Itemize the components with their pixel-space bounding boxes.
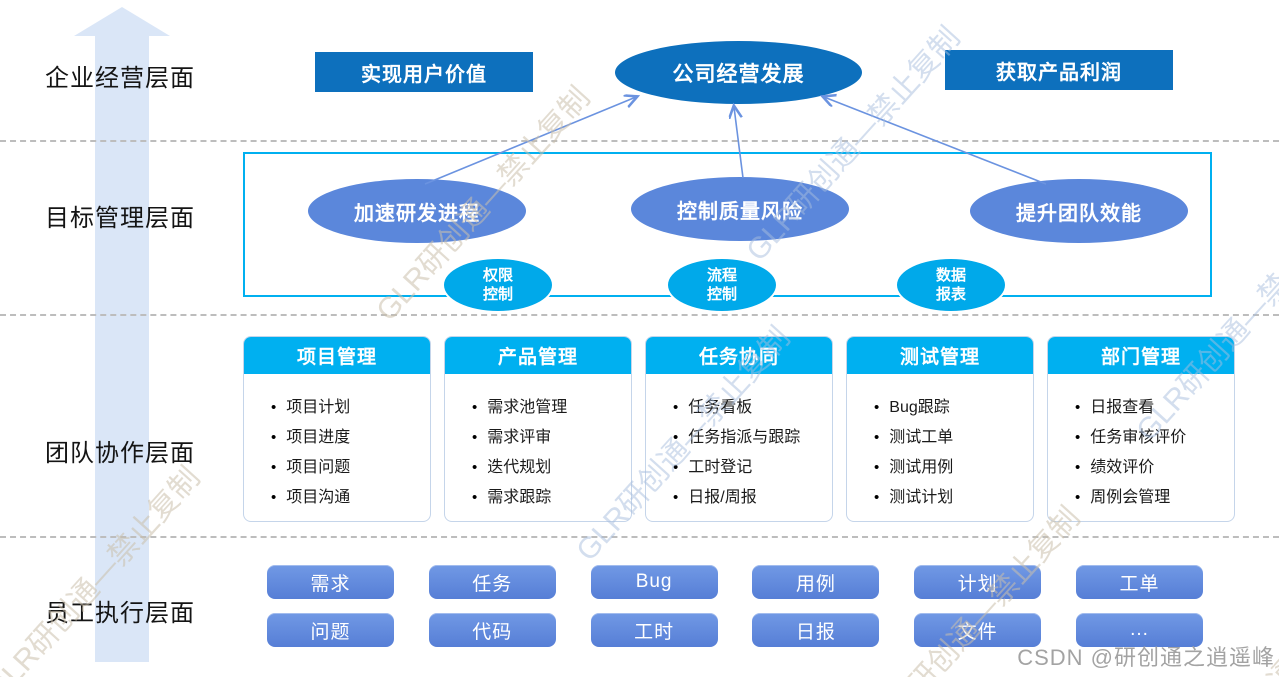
layer-separator-1 — [0, 140, 1279, 142]
card-item: 工时登记 — [673, 453, 826, 483]
card-item: 迭代规划 — [472, 453, 625, 483]
exec-btn-more: ... — [1075, 613, 1203, 647]
card-item: 绩效评价 — [1075, 453, 1228, 483]
csdn-credit: CSDN @研创通之逍遥峰 — [1017, 645, 1275, 670]
card-title: 部门管理 — [1048, 337, 1234, 374]
layer-label-team: 团队协作层面 — [45, 440, 195, 467]
capability-ellipse-report: 数据 报表 — [895, 257, 1007, 313]
card-item: 项目问题 — [271, 453, 424, 483]
card-test-management: 测试管理 Bug跟踪 测试工单 测试用例 测试计划 — [846, 336, 1034, 522]
card-item: 周例会管理 — [1075, 483, 1228, 513]
exec-btn-requirement: 需求 — [267, 565, 394, 599]
exec-btn-case: 用例 — [752, 565, 880, 599]
module-cards-row: 项目管理 项目计划 项目进度 项目问题 项目沟通 产品管理 需求池管理 需求评审… — [243, 336, 1235, 522]
exec-btn-bug: Bug — [590, 565, 718, 599]
up-arrow-shaft — [95, 34, 149, 662]
goal-ellipse-efficiency: 提升团队效能 — [970, 179, 1188, 243]
card-department-management: 部门管理 日报查看 任务审核评价 绩效评价 周例会管理 — [1047, 336, 1235, 522]
card-title: 产品管理 — [445, 337, 631, 374]
card-item: 项目沟通 — [271, 483, 424, 513]
card-item: 测试用例 — [874, 453, 1027, 483]
card-item: Bug跟踪 — [874, 393, 1027, 423]
card-item: 项目进度 — [271, 423, 424, 453]
exec-btn-file: 文件 — [914, 613, 1042, 647]
product-profit-box: 获取产品利润 — [945, 50, 1173, 90]
exec-btn-hours: 工时 — [590, 613, 718, 647]
card-title: 项目管理 — [244, 337, 430, 374]
company-development-ellipse: 公司经营发展 — [615, 41, 862, 104]
card-item: 任务指派与跟踪 — [673, 423, 826, 453]
exec-btn-plan: 计划 — [914, 565, 1042, 599]
card-item: 测试计划 — [874, 483, 1027, 513]
card-task-collaboration: 任务协同 任务看板 任务指派与跟踪 工时登记 日报/周报 — [645, 336, 833, 522]
exec-btn-daily: 日报 — [752, 613, 880, 647]
card-title: 任务协同 — [646, 337, 832, 374]
exec-btn-code: 代码 — [428, 613, 556, 647]
card-title: 测试管理 — [847, 337, 1033, 374]
layer-label-enterprise: 企业经营层面 — [45, 65, 195, 92]
user-value-box: 实现用户价值 — [315, 52, 533, 92]
exec-btn-task: 任务 — [428, 565, 556, 599]
card-item: 项目计划 — [271, 393, 424, 423]
card-project-management: 项目管理 项目计划 项目进度 项目问题 项目沟通 — [243, 336, 431, 522]
exec-btn-ticket: 工单 — [1075, 565, 1203, 599]
layer-label-goal: 目标管理层面 — [45, 205, 195, 232]
goal-ellipse-quality: 控制质量风险 — [631, 177, 849, 241]
card-item: 测试工单 — [874, 423, 1027, 453]
exec-btn-issue: 问题 — [267, 613, 394, 647]
layer-separator-3 — [0, 536, 1279, 538]
capability-ellipse-process: 流程 控制 — [666, 257, 778, 313]
card-item: 需求跟踪 — [472, 483, 625, 513]
exec-buttons-row-2: 问题 代码 工时 日报 文件 ... — [267, 613, 1203, 647]
card-product-management: 产品管理 需求池管理 需求评审 迭代规划 需求跟踪 — [444, 336, 632, 522]
card-item: 日报/周报 — [673, 483, 826, 513]
card-item: 需求评审 — [472, 423, 625, 453]
card-item: 需求池管理 — [472, 393, 625, 423]
card-item: 日报查看 — [1075, 393, 1228, 423]
layer-separator-2 — [0, 314, 1279, 316]
layer-label-employee: 员工执行层面 — [45, 600, 195, 627]
capability-ellipse-permission: 权限 控制 — [442, 257, 554, 313]
card-item: 任务看板 — [673, 393, 826, 423]
goal-ellipse-speed: 加速研发进程 — [308, 179, 526, 243]
exec-buttons-row-1: 需求 任务 Bug 用例 计划 工单 — [267, 565, 1203, 599]
card-item: 任务审核评价 — [1075, 423, 1228, 453]
up-arrow-icon — [74, 7, 170, 36]
